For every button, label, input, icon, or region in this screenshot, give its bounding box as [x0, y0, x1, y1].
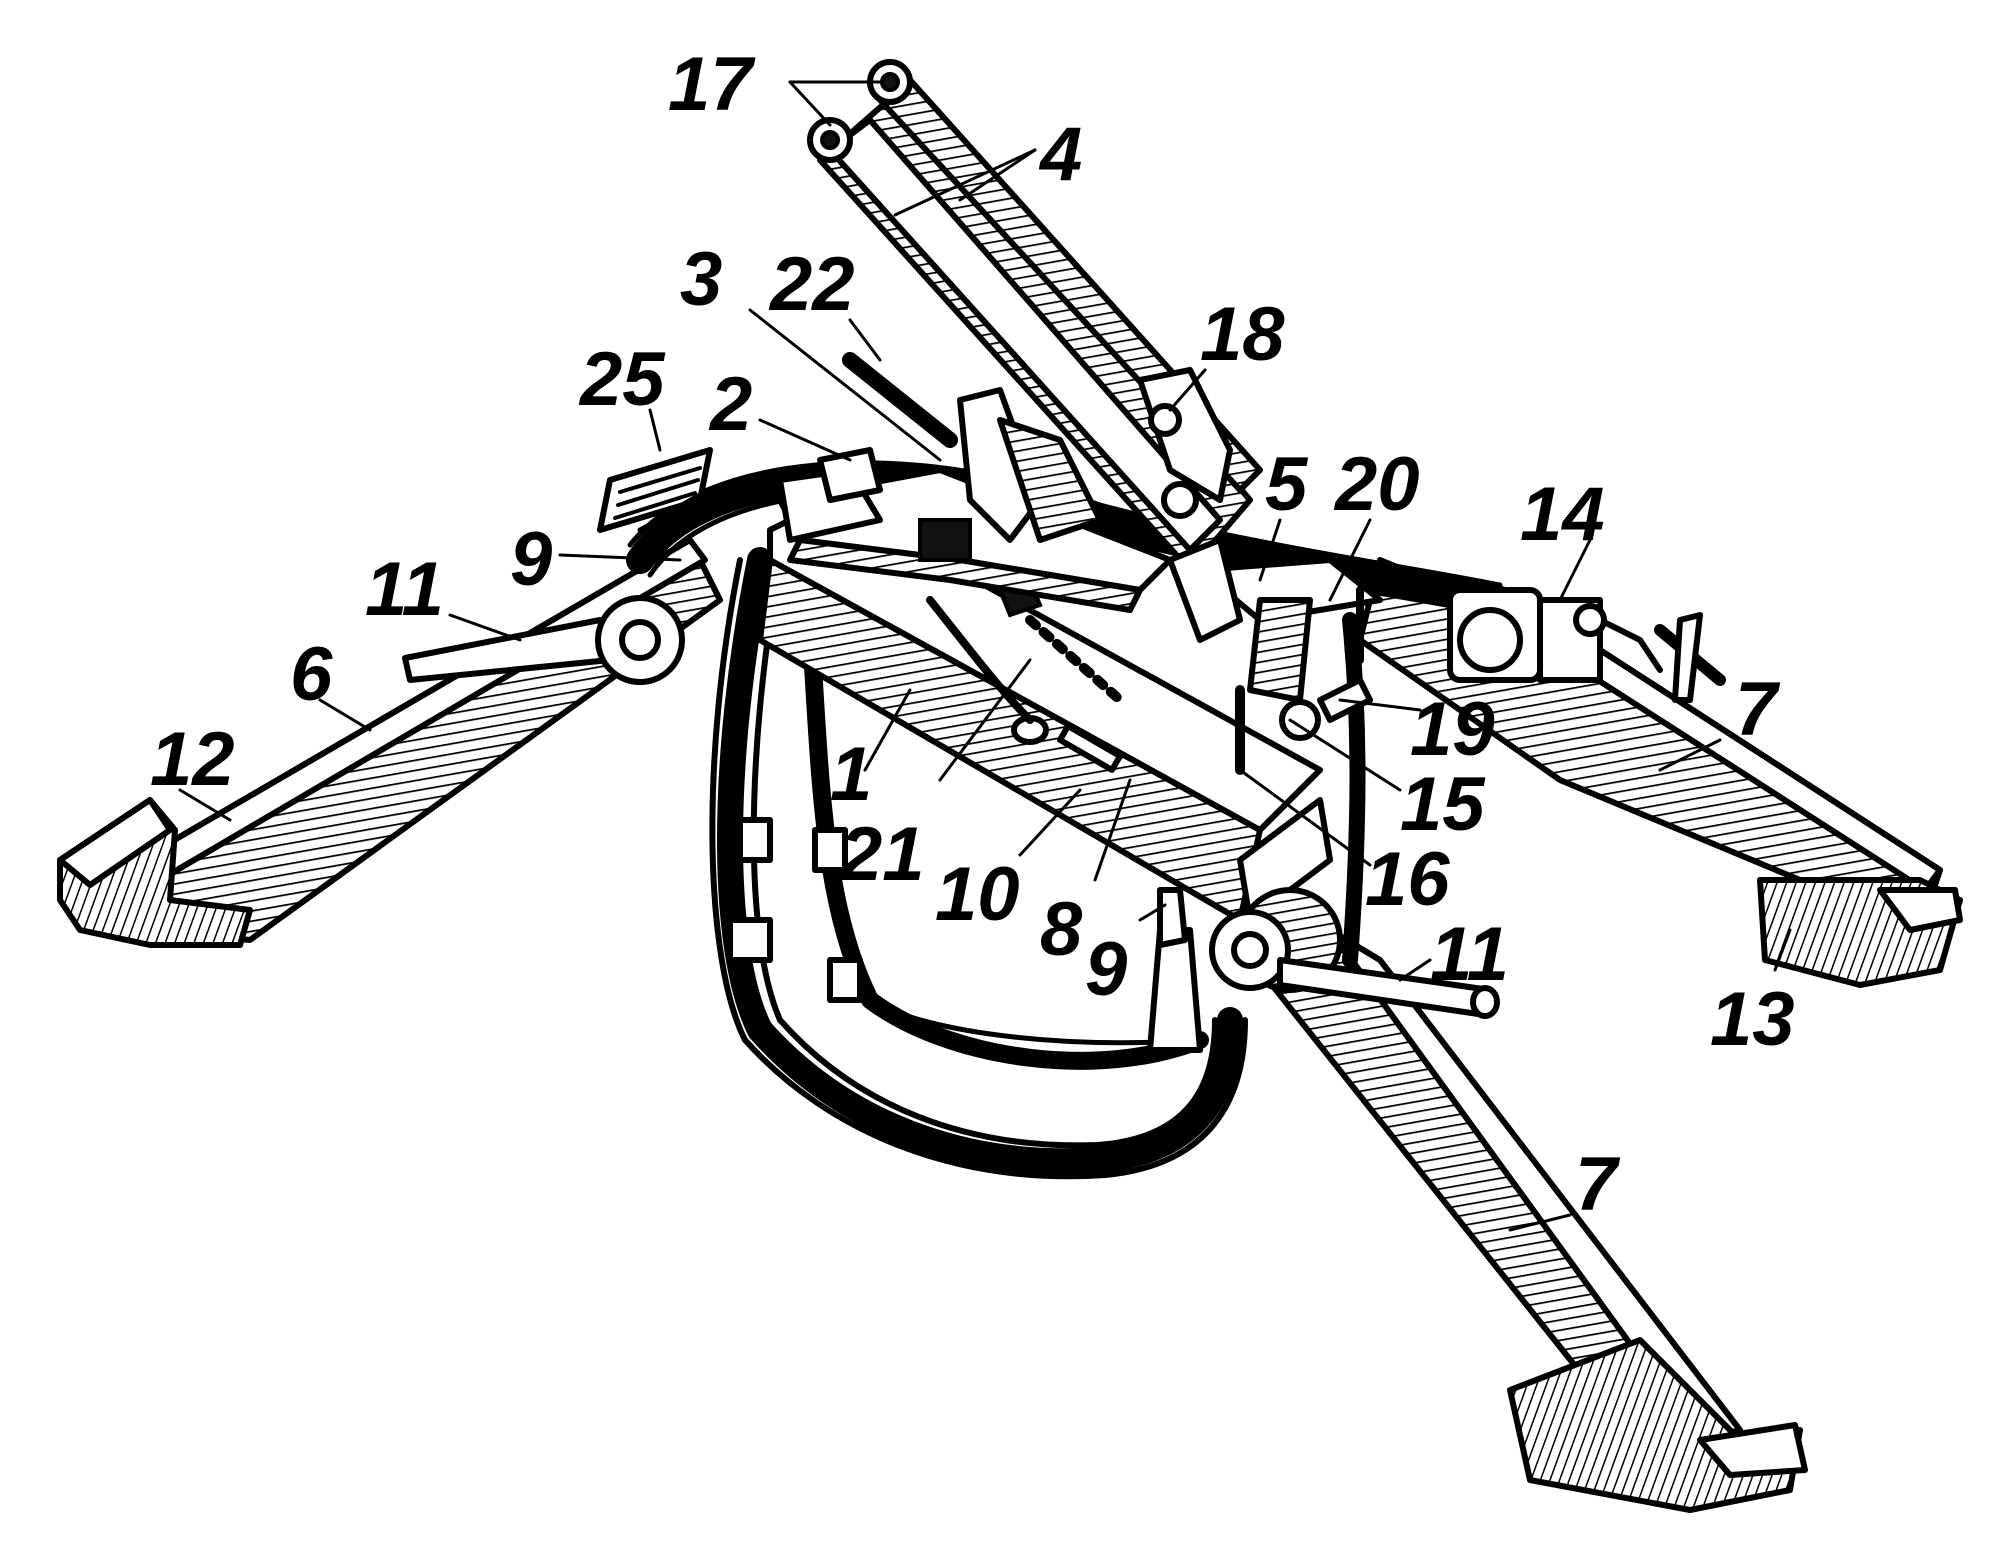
elevating-arm — [807, 59, 1263, 573]
leader-9a — [558, 553, 682, 562]
label-9a: 9 — [510, 517, 552, 602]
left-clamp-handle — [402, 595, 685, 685]
leader-15 — [1288, 718, 1402, 792]
cradle-body — [757, 497, 1343, 993]
front-tab — [1157, 887, 1188, 948]
leader-8 — [1093, 778, 1132, 882]
label-11b: 11 — [1430, 912, 1509, 997]
label-15: 15 — [1400, 762, 1486, 847]
label-9b: 9 — [1085, 927, 1127, 1012]
label-10: 10 — [935, 852, 1020, 937]
leader-20 — [1328, 518, 1372, 602]
label-5: 5 — [1265, 442, 1309, 527]
label-17: 17 — [668, 42, 756, 127]
label-6: 6 — [290, 632, 333, 717]
right-clamp-handle — [1277, 957, 1500, 1019]
seat-sling — [709, 547, 1366, 1180]
leader-3 — [748, 308, 942, 462]
leader-10 — [1018, 788, 1082, 857]
standard — [957, 387, 1103, 543]
leader-1 — [863, 688, 912, 772]
leader-13 — [1773, 928, 1792, 972]
leader-16 — [1238, 768, 1372, 867]
leader-2 — [758, 418, 852, 462]
part-labels: 17 4 3 22 18 25 2 5 20 14 9 11 6 12 19 7… — [150, 42, 1795, 1227]
label-7a: 7 — [1735, 667, 1781, 752]
leader-7a — [1658, 738, 1722, 772]
leader-14 — [1558, 538, 1592, 602]
leader-4b — [958, 148, 1037, 202]
right-clamp-assembly — [1447, 587, 1726, 703]
label-3: 3 — [680, 237, 722, 322]
front-leg — [1257, 927, 1808, 1513]
leader-4a — [893, 148, 1037, 217]
bracket-plate — [597, 447, 713, 533]
leader-12 — [178, 788, 232, 822]
label-18: 18 — [1200, 292, 1285, 377]
rod — [842, 352, 958, 448]
upper-carriage — [777, 447, 1173, 613]
label-21: 21 — [838, 812, 925, 897]
label-20: 20 — [1333, 442, 1420, 527]
leader-lines — [178, 80, 1792, 1232]
leader-17b — [788, 80, 832, 127]
label-22: 22 — [768, 242, 855, 327]
label-25: 25 — [578, 337, 666, 422]
label-19: 19 — [1410, 687, 1495, 772]
label-7b: 7 — [1575, 1142, 1621, 1227]
leader-9b — [1138, 903, 1167, 922]
label-8: 8 — [1040, 887, 1083, 972]
label-12: 12 — [150, 717, 235, 802]
leader-11b — [1398, 958, 1432, 982]
leader-7b — [1508, 1213, 1572, 1232]
label-16: 16 — [1365, 837, 1450, 922]
leader-22 — [848, 318, 882, 362]
label-13: 13 — [1710, 977, 1795, 1062]
leader-25 — [648, 408, 662, 452]
label-4: 4 — [1038, 112, 1082, 197]
label-1: 1 — [830, 732, 872, 817]
label-14: 14 — [1520, 472, 1605, 557]
leader-6 — [318, 698, 372, 732]
leader-11a — [448, 613, 522, 642]
leader-18 — [1168, 368, 1207, 412]
label-2: 2 — [708, 362, 752, 447]
leader-19 — [1338, 698, 1422, 712]
right-mechanism — [1167, 537, 1383, 775]
leader-5 — [1258, 518, 1282, 582]
label-11a: 11 — [365, 547, 444, 632]
leader-21 — [938, 658, 1032, 782]
